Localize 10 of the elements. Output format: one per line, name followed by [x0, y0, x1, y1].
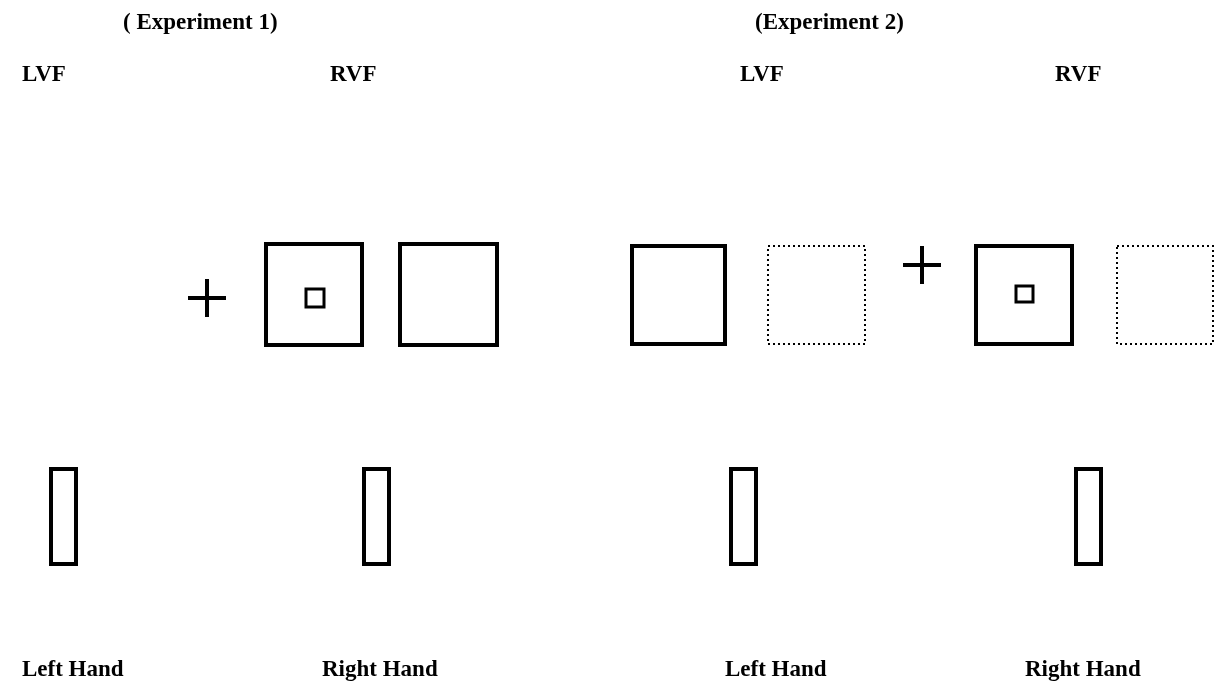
experiment-heading: (Experiment 2)	[755, 8, 904, 36]
visual-field-label: LVF	[740, 60, 784, 88]
visual-field-label: LVF	[22, 60, 66, 88]
hand-label: Left Hand	[725, 655, 827, 683]
experiment-heading: ( Experiment 1)	[123, 8, 278, 36]
visual-field-label: RVF	[330, 60, 377, 88]
hand-label: Right Hand	[1025, 655, 1141, 683]
hand-label: Left Hand	[22, 655, 124, 683]
visual-field-label: RVF	[1055, 60, 1102, 88]
hand-label: Right Hand	[322, 655, 438, 683]
